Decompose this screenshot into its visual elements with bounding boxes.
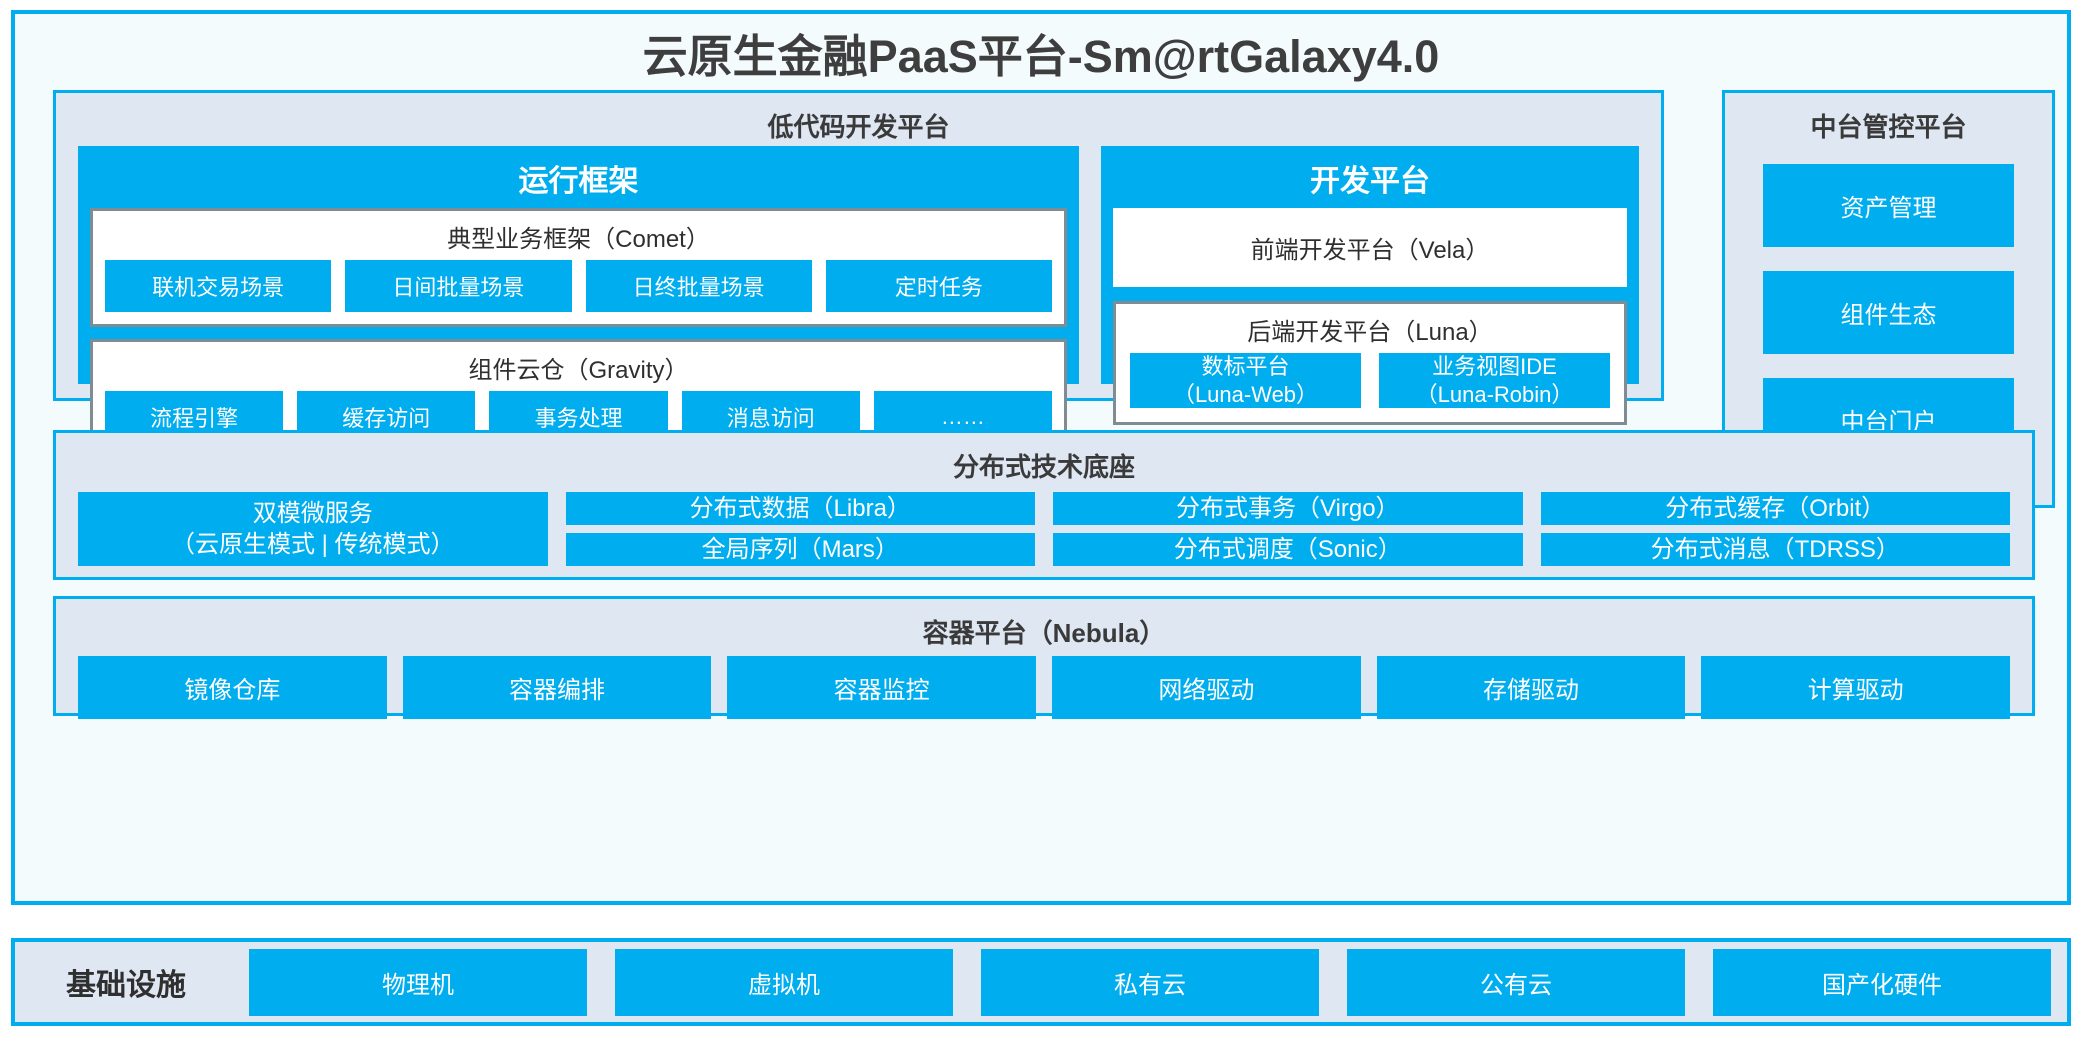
container-cell-image-registry[interactable]: 镜像仓库 (78, 656, 387, 719)
comet-chip[interactable]: 定时任务 (825, 260, 1052, 312)
infrastructure-label: 基础设施 (66, 969, 186, 1002)
comet-chip[interactable]: 日终批量场景 (585, 260, 812, 312)
mgmt-item-asset-management[interactable]: 资产管理 (1763, 164, 2014, 247)
container-cell-storage-driver[interactable]: 存储驱动 (1376, 656, 1686, 719)
mgmt-item-component-ecosystem[interactable]: 组件生态 (1763, 271, 2014, 354)
dev-platform-title: 开发平台 (1310, 165, 1430, 198)
container-cell-orchestration[interactable]: 容器编排 (402, 656, 712, 719)
container-platform-title: 容器平台（Nebula） (922, 618, 1166, 648)
middle-platform-management-title: 中台管控平台 (1810, 112, 1967, 142)
distributed-tech-foundation-body: 双模微服务 （云原生模式 | 传统模式） 分布式数据（Libra） 全局序列（M… (56, 484, 2032, 580)
dual-mode-microservice-line2: （云原生模式 | 传统模式） (170, 531, 455, 558)
infra-cell-physical-machine[interactable]: 物理机 (249, 948, 587, 1016)
infra-cell-public-cloud[interactable]: 公有云 (1347, 948, 1685, 1016)
dist-cell-orbit[interactable]: 分布式缓存（Orbit） (1540, 492, 2010, 525)
lowcode-platform-panel: 低代码开发平台 运行框架 典型业务框架（Comet） 联机交易场景 日间批量场景… (53, 90, 1664, 458)
infra-cell-private-cloud[interactable]: 私有云 (981, 948, 1319, 1016)
luna-robin-chip-line1: 业务视图IDE (1432, 354, 1557, 379)
distributed-tech-foundation-title: 分布式技术底座 (952, 452, 1135, 482)
infra-cell-domestic-hardware[interactable]: 国产化硬件 (1713, 948, 2051, 1016)
dist-cell-tdrss[interactable]: 分布式消息（TDRSS） (1540, 533, 2010, 566)
page-title: 云原生金融PaaS平台-Sm@rtGalaxy4.0 (642, 30, 1440, 82)
luna-web-chip-line1: 数标平台 (1201, 354, 1290, 379)
dist-cell-virgo[interactable]: 分布式事务（Virgo） (1053, 492, 1523, 525)
luna-robin-chip[interactable]: 业务视图IDE （Luna-Robin） (1379, 353, 1610, 408)
luna-title: 后端开发平台（Luna） (1247, 319, 1493, 346)
luna-chip-row: 数标平台 （Luna-Web） 业务视图IDE （Luna-Robin） (1116, 353, 1624, 422)
container-platform-panel: 容器平台（Nebula） 镜像仓库 容器编排 容器监控 网络驱动 存储驱动 计算… (53, 596, 2035, 719)
luna-web-chip-line2: （Luna-Web） (1172, 381, 1319, 407)
lowcode-platform-body: 运行框架 典型业务框架（Comet） 联机交易场景 日间批量场景 日终批量场景 … (78, 146, 1639, 458)
comet-chip[interactable]: 日间批量场景 (345, 260, 572, 312)
runtime-framework-title: 运行框架 (518, 165, 639, 198)
comet-business-framework-box: 典型业务框架（Comet） 联机交易场景 日间批量场景 日终批量场景 定时任务 (90, 208, 1067, 327)
lowcode-platform-title: 低代码开发平台 (767, 112, 950, 142)
dist-col-2: 分布式事务（Virgo） 分布式调度（Sonic） (1053, 492, 1523, 566)
dual-mode-microservice-line1: 双模微服务 (252, 499, 373, 527)
infrastructure-panel: 基础设施 物理机 虚拟机 私有云 公有云 国产化硬件 (11, 938, 2071, 1026)
dev-platform-card: 开发平台 前端开发平台（Vela） 后端开发平台（Luna） 数标平台 （Lun… (1101, 146, 1639, 425)
dual-mode-microservice-cell[interactable]: 双模微服务 （云原生模式 | 传统模式） (78, 492, 548, 566)
top-region: 低代码开发平台 运行框架 典型业务框架（Comet） 联机交易场景 日间批量场景… (33, 90, 2055, 508)
distributed-tech-foundation-panel: 分布式技术底座 双模微服务 （云原生模式 | 传统模式） 分布式数据（Libra… (53, 430, 2035, 580)
dist-col-3: 分布式缓存（Orbit） 分布式消息（TDRSS） (1540, 492, 2010, 566)
dist-col-microservice: 双模微服务 （云原生模式 | 传统模式） (78, 492, 548, 566)
gravity-title: 组件云仓（Gravity） (468, 357, 689, 384)
page-title-bar: 云原生金融PaaS平台-Sm@rtGalaxy4.0 (15, 14, 2067, 90)
comet-chip-row: 联机交易场景 日间批量场景 日终批量场景 定时任务 (93, 260, 1064, 324)
luna-backend-platform-box: 后端开发平台（Luna） 数标平台 （Luna-Web） 业务视图IDE （Lu… (1113, 301, 1627, 425)
comet-chip[interactable]: 联机交易场景 (105, 260, 332, 312)
container-platform-row: 镜像仓库 容器编排 容器监控 网络驱动 存储驱动 计算驱动 (56, 650, 2032, 733)
comet-title: 典型业务框架（Comet） (447, 226, 710, 253)
luna-web-chip[interactable]: 数标平台 （Luna-Web） (1130, 353, 1361, 408)
vela-frontend-platform-box[interactable]: 前端开发平台（Vela） (1113, 208, 1627, 287)
dist-cell-mars[interactable]: 全局序列（Mars） (565, 533, 1035, 566)
middle-platform-management-list: 资产管理 组件生态 中台门户 (1725, 144, 2052, 461)
dist-cell-sonic[interactable]: 分布式调度（Sonic） (1053, 533, 1523, 566)
container-cell-network-driver[interactable]: 网络驱动 (1052, 656, 1361, 719)
infra-cell-virtual-machine[interactable]: 虚拟机 (615, 948, 953, 1016)
container-cell-monitoring[interactable]: 容器监控 (727, 656, 1037, 719)
dist-col-1: 分布式数据（Libra） 全局序列（Mars） (565, 492, 1035, 566)
luna-robin-chip-line2: （Luna-Robin） (1415, 381, 1574, 407)
dist-cell-libra[interactable]: 分布式数据（Libra） (565, 492, 1035, 525)
runtime-framework-card: 运行框架 典型业务框架（Comet） 联机交易场景 日间批量场景 日终批量场景 … (78, 146, 1079, 458)
container-cell-compute-driver[interactable]: 计算驱动 (1701, 656, 2011, 719)
main-platform-frame: 云原生金融PaaS平台-Sm@rtGalaxy4.0 低代码开发平台 运行框架 … (11, 10, 2071, 905)
